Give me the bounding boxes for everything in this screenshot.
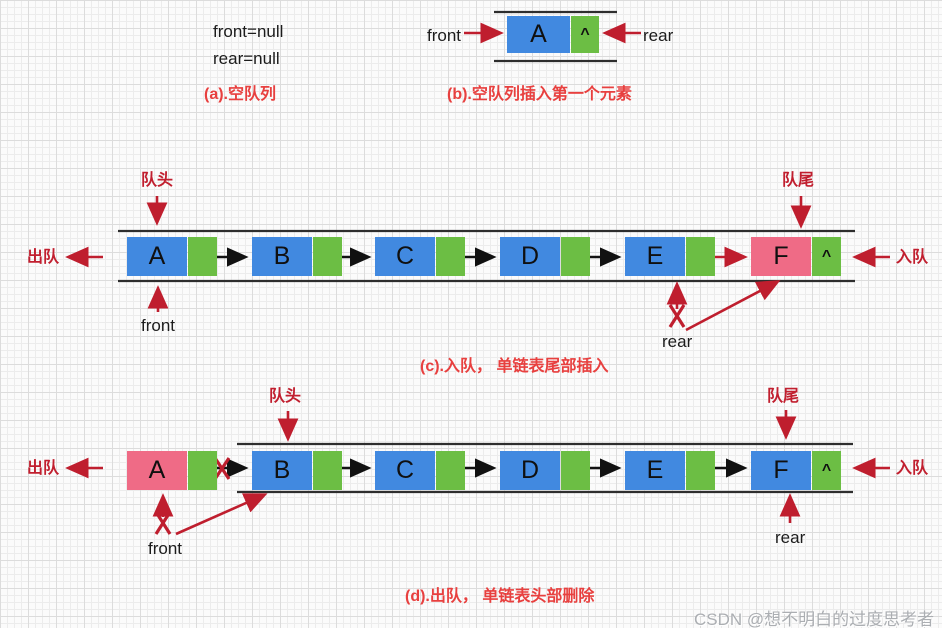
node-next-pointer xyxy=(313,237,342,276)
node-value: A xyxy=(127,237,187,276)
row-d-node-A: A xyxy=(127,451,217,490)
row-c-node-E: E xyxy=(625,237,715,276)
row-c-node-F: F^ xyxy=(751,237,841,276)
dequeue-label-d: 出队 xyxy=(27,460,60,477)
node-next-pointer xyxy=(686,237,715,276)
node-value: A xyxy=(127,451,187,490)
ab-cross-d-1 xyxy=(213,457,231,480)
front-pointer-label-d: front xyxy=(148,539,183,558)
node-next-pointer xyxy=(188,237,217,276)
enqueue-label-c: 入队 xyxy=(896,249,929,266)
row-c-node-D: D xyxy=(500,237,590,276)
rear-pointer-label-b: rear xyxy=(643,26,674,45)
node-value: C xyxy=(375,237,435,276)
node-value: E xyxy=(625,237,685,276)
node-next-pointer xyxy=(686,451,715,490)
ab-cross-d-2 xyxy=(213,457,231,480)
queue-tail-label-c: 队尾 xyxy=(782,172,815,189)
node-value: D xyxy=(500,451,560,490)
node-value: C xyxy=(375,451,435,490)
node-value: B xyxy=(252,451,312,490)
row-d-node-D: D xyxy=(500,451,590,490)
queue-head-label-d: 队头 xyxy=(269,388,302,405)
node-next-pointer xyxy=(561,237,590,276)
new-front-arrow-d xyxy=(175,493,268,536)
rear-cross-c-1 xyxy=(668,304,686,328)
row-d-node-C: C xyxy=(375,451,465,490)
row-c-node-A: A xyxy=(127,237,217,276)
caption-a: (a).空队列 xyxy=(204,86,277,103)
front-pointer-label-b: front xyxy=(427,26,462,45)
node-value: D xyxy=(500,237,560,276)
row-c-node-B: B xyxy=(252,237,342,276)
csdn-watermark: CSDN @想不明白的过度思考者 xyxy=(694,610,935,628)
rear-cross-c-2 xyxy=(668,304,686,328)
node-value: E xyxy=(625,451,685,490)
node-next-pointer xyxy=(313,451,342,490)
node-value: F xyxy=(751,237,811,276)
row-c-node-C: C xyxy=(375,237,465,276)
front-pointer-label-c: front xyxy=(141,316,176,335)
node-next-pointer xyxy=(436,237,465,276)
node-next-pointer xyxy=(561,451,590,490)
node-next-pointer xyxy=(188,451,217,490)
node-next-pointer: ^ xyxy=(812,451,841,490)
caption-b: (b).空队列插入第一个元素 xyxy=(447,86,632,103)
row-d-node-E: E xyxy=(625,451,715,490)
queue-head-label-c: 队头 xyxy=(141,172,174,189)
node-next-pointer xyxy=(436,451,465,490)
node-next-pointer: ^ xyxy=(571,16,599,53)
node-value: B xyxy=(252,237,312,276)
row-d-node-F: F^ xyxy=(751,451,841,490)
caption-d: (d).出队， 单链表头部删除 xyxy=(405,588,595,605)
enqueue-label-d: 入队 xyxy=(896,460,929,477)
front-cross-d-2 xyxy=(154,511,172,535)
dequeue-label-c: 出队 xyxy=(27,249,60,266)
node-value: F xyxy=(751,451,811,490)
rear-null-text: rear=null xyxy=(213,49,280,68)
node-value: A xyxy=(507,16,570,53)
caption-c: (c).入队， 单链表尾部插入 xyxy=(420,358,609,375)
queue-tail-label-d: 队尾 xyxy=(767,388,800,405)
front-null-text: front=null xyxy=(213,22,284,41)
rear-pointer-label-c: rear xyxy=(662,332,693,351)
node-next-pointer: ^ xyxy=(812,237,841,276)
rear-pointer-label-d: rear xyxy=(775,528,806,547)
row-d-node-B: B xyxy=(252,451,342,490)
front-cross-d-1 xyxy=(154,511,172,535)
queue-node-b-A: A ^ xyxy=(507,16,599,55)
new-rear-arrow-c xyxy=(685,280,781,332)
